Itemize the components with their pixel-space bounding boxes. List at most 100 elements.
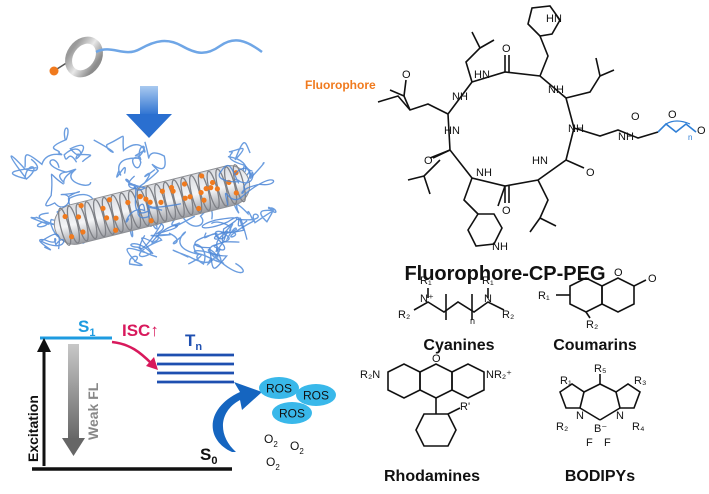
- fluorophore-dot: [137, 194, 143, 200]
- oxygen-label: O: [668, 109, 677, 121]
- fluorophore-dot: [196, 205, 202, 212]
- oxygen-label: O: [586, 167, 595, 179]
- peg-strand: [10, 155, 39, 181]
- molecule-caption: Fluorophore-CP-PEG: [404, 263, 605, 285]
- peptide-ring: [92, 198, 107, 238]
- fluorophore-dot: [203, 186, 209, 192]
- bodipy-r3: R₃: [634, 375, 646, 387]
- amide-label: NH: [476, 167, 492, 179]
- isc-arrow: [111, 340, 153, 365]
- fluorophore-dot: [78, 203, 84, 209]
- amide-label: NH: [492, 241, 508, 253]
- ros-label: ROS: [303, 389, 329, 403]
- weak-fl-arrow: [68, 344, 79, 440]
- repeat-n-label: n: [688, 133, 692, 142]
- fluorophore-dot: [182, 195, 188, 201]
- cyanine-n: N: [484, 293, 492, 305]
- bodipy-boron: B⁻: [594, 423, 607, 435]
- amide-label: HN: [444, 125, 460, 137]
- fluorophore-dot: [168, 184, 175, 191]
- oxygen-label: O: [697, 125, 706, 137]
- fluorophore-dot: [181, 181, 188, 187]
- cyanine-r1: R₁: [420, 275, 432, 287]
- fluorophore-dot: [199, 173, 205, 179]
- peg-chain: [95, 39, 263, 54]
- rhodamine-r-prime: R': [460, 401, 470, 413]
- coumarin-oxo: O: [648, 273, 657, 285]
- fluorophore-dot: [198, 189, 204, 196]
- peptide-ring: [223, 166, 238, 205]
- s0-label: S0: [200, 445, 217, 467]
- peptide-ring: [66, 205, 81, 244]
- ros-label: ROS: [279, 407, 305, 421]
- fluorophore-dot: [113, 215, 119, 221]
- peptide-ring: [162, 181, 177, 220]
- nanotube: [53, 164, 251, 246]
- jablonski-diagram: S1 S0 Excitation Weak FL ISC↑ Tn ROS ROS…: [25, 317, 336, 472]
- bodipy-f1: F: [586, 437, 593, 449]
- fluorophore-dot: [103, 215, 110, 221]
- peg-strand: [125, 203, 182, 223]
- energy-transfer-arrow: [212, 382, 262, 452]
- cyclic-peptide-ring: [65, 36, 103, 78]
- fluorophore-dot: [158, 199, 164, 205]
- ros-bubble: [296, 384, 336, 406]
- rhodamine-o: O: [432, 353, 441, 365]
- single-conjugate-illustration: [49, 36, 263, 78]
- peg-strand: [218, 164, 254, 184]
- fluorophore-dot: [209, 179, 216, 186]
- bodipy-n1: N: [576, 410, 584, 422]
- peg-strand: [203, 217, 248, 251]
- fluorophore-dot: [106, 197, 113, 203]
- bodipy-r2: R₂: [556, 421, 568, 433]
- oxygen-label: O: [424, 155, 433, 167]
- amide-label: HN: [532, 155, 548, 167]
- ros-bubble: [259, 377, 299, 399]
- peg-strand: [39, 233, 65, 251]
- ros-bubble: [272, 402, 312, 424]
- bodipy-structure: R₁ R₅ R₃ N N B⁻ R₂ R₄ F F BODIPYs: [556, 363, 646, 485]
- oxygen-label: O: [502, 43, 511, 55]
- peg-strand: [125, 175, 150, 214]
- coumarin-r1: R₁: [538, 290, 550, 302]
- rhodamine-iminium: NR₂⁺: [486, 369, 512, 381]
- bodipy-r4: R₄: [632, 421, 645, 433]
- bodipy-f2: F: [604, 437, 611, 449]
- bodipy-r5: R₅: [594, 363, 606, 375]
- cyanine-n-repeat: n: [470, 316, 475, 326]
- amide-label: NH: [452, 91, 468, 103]
- coumarins-label: Coumarins: [553, 337, 637, 354]
- weak-fl-label: Weak FL: [85, 382, 101, 440]
- peg-strand: [49, 159, 92, 186]
- peptide-ring: [75, 203, 89, 242]
- peg-segment: [657, 122, 697, 134]
- peptide-ring: [119, 192, 133, 231]
- cyanine-structure: R₁ N⁺ R₂ R₁ N R₂ n Cyanines: [398, 275, 514, 354]
- fluorophore-dot: [148, 218, 154, 224]
- fluorophore-dot: [75, 214, 82, 220]
- rhodamines-label: Rhodamines: [384, 468, 480, 485]
- peg-strand: [139, 222, 179, 255]
- cyanine-r2: R₂: [398, 309, 410, 321]
- bodipys-label: BODIPYs: [565, 468, 635, 485]
- s1-label: S1: [78, 317, 95, 339]
- coumarin-o: O: [614, 267, 623, 279]
- fluorophore-dot: [100, 205, 106, 211]
- peptide-ring: [171, 179, 185, 218]
- peg-strand: [236, 206, 277, 224]
- cyanine-n-plus: N⁺: [420, 293, 434, 305]
- isc-label: ISC↑: [122, 321, 159, 340]
- fluorophore-dot: [208, 185, 214, 191]
- rhodamine-amine: R₂N: [360, 369, 380, 381]
- fluorophore-dot: [147, 199, 153, 205]
- o2-label: O2: [266, 455, 280, 472]
- peg-strand: [30, 216, 65, 238]
- peg-strand: [139, 141, 166, 187]
- peg-strand: [93, 135, 146, 160]
- peg-strand: [201, 216, 248, 243]
- peptide-ring: [84, 201, 98, 240]
- fluorophore-dot: [68, 234, 75, 240]
- nanotube-assembly: [10, 127, 277, 274]
- bodipy-r1: R₁: [560, 375, 572, 387]
